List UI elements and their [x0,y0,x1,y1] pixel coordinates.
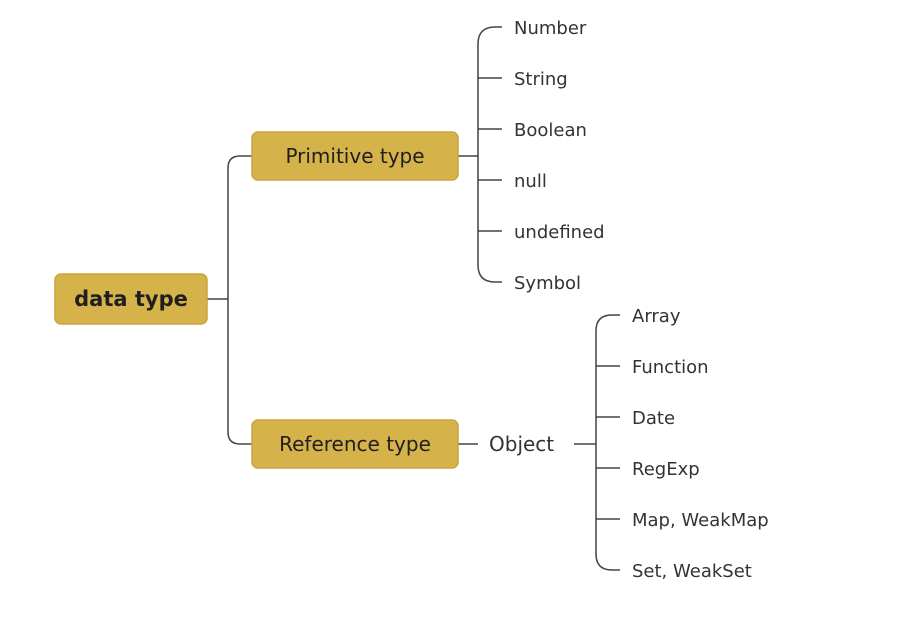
primitive-leaf-boolean: Boolean [514,120,587,141]
object-leaf-map-weakmap: Map, WeakMap [632,510,769,531]
object-node-label: Object [489,432,554,456]
root-node: data type [54,273,208,325]
primitive-type-node: Primitive type [251,131,459,181]
reference-type-label: Reference type [279,432,431,456]
reference-type-node: Reference type [251,419,459,469]
primitive-leaf-number: Number [514,18,587,39]
object-leaf-function: Function [632,357,709,378]
object-leaf-regexp: RegExp [632,459,700,480]
object-leaf-date: Date [632,408,675,429]
primitive-leaf-string: String [514,69,568,90]
primitive-type-label: Primitive type [285,144,424,168]
root-node-label: data type [74,287,188,311]
object-leaf-array: Array [632,306,681,327]
connector-root-trunk [227,155,241,445]
primitive-leaf-undefined: undefined [514,222,605,243]
connector-object-trunk [595,314,613,571]
connector-primitive-trunk [477,26,496,283]
primitive-leaf-symbol: Symbol [514,273,581,294]
primitive-leaf-null: null [514,171,547,192]
object-leaf-set-weakset: Set, WeakSet [632,561,752,582]
